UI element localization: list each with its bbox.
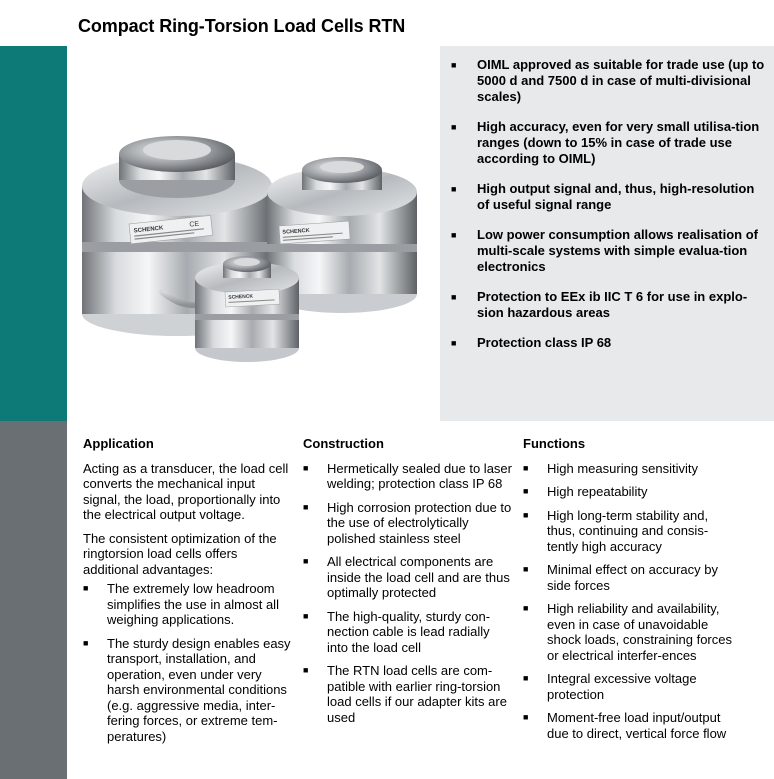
bullet-square-icon: ■ <box>83 637 89 648</box>
feature-text: Protection to EEx ib IIC T 6 for use in … <box>477 289 748 320</box>
bullet-square-icon: ■ <box>303 556 309 566</box>
bullet-square-icon: ■ <box>303 665 309 675</box>
bullet-square-icon: ■ <box>451 184 457 194</box>
list-item: ■ The extremely low headroom simplifies … <box>83 581 291 628</box>
feature-item: ■ OIML approved as suitable for trade us… <box>451 57 766 105</box>
list-item: ■ High reliability and availability, eve… <box>523 601 738 663</box>
bullet-square-icon: ■ <box>523 712 529 722</box>
bullet-square-icon: ■ <box>451 60 457 70</box>
bullet-square-icon: ■ <box>451 122 457 132</box>
construction-heading: Construction <box>303 436 384 451</box>
side-accent-bar-teal <box>0 46 67 421</box>
feature-item: ■ High accuracy, even for very small uti… <box>451 119 766 167</box>
list-item-text: Integral excessive voltage protection <box>547 671 697 702</box>
feature-item: ■ Protection class IP 68 <box>451 335 766 351</box>
list-item: ■ The high-quality, sturdy con-nection c… <box>303 609 513 656</box>
bullet-square-icon: ■ <box>523 564 529 574</box>
key-features-list: ■ OIML approved as suitable for trade us… <box>451 57 766 351</box>
bullet-square-icon: ■ <box>303 501 309 512</box>
list-item-text: High repeatability <box>547 484 648 499</box>
application-paragraph: The consistent optimization of the ringt… <box>83 530 277 577</box>
side-accent-bar-gray <box>0 421 67 779</box>
application-bullet-list: ■ The extremely low headroom simplifies … <box>83 581 291 744</box>
bullet-square-icon: ■ <box>523 486 529 496</box>
bullet-square-icon: ■ <box>303 462 309 473</box>
feature-item: ■ Low power consumption allows realisati… <box>451 227 766 275</box>
list-item: ■ High repeatability <box>523 484 738 500</box>
brand-label-small: SCHENCK <box>228 294 253 301</box>
brand-label-medium: SCHENCK <box>282 228 310 236</box>
key-features-panel: ■ OIML approved as suitable for trade us… <box>440 46 774 421</box>
feature-text: High accuracy, even for very small utili… <box>477 119 760 166</box>
bullet-square-icon: ■ <box>303 610 309 621</box>
functions-bullet-list: ■ High measuring sensitivity ■ High repe… <box>523 461 738 742</box>
list-item: ■ The RTN load cells are com-patible wit… <box>303 663 513 725</box>
application-heading: Application <box>83 436 154 451</box>
list-item-text: The high-quality, sturdy con-nection cab… <box>327 608 491 655</box>
list-item-text: High measuring sensitivity <box>547 460 699 476</box>
functions-section: Functions ■ High measuring sensitivity ■… <box>523 436 738 749</box>
list-item-text: Minimal effect on accuracy by side force… <box>547 562 718 593</box>
feature-text: High output signal and, thus, high-resol… <box>477 181 755 212</box>
brand-label-large: SCHENCK <box>134 225 165 234</box>
feature-text: Low power consumption allows realisation… <box>477 227 758 274</box>
bullet-square-icon: ■ <box>451 292 457 302</box>
list-item-text: High reliability and availability, even … <box>547 601 732 663</box>
load-cell-small: SCHENCK <box>159 256 299 362</box>
construction-section: Construction ■ Hermetically sealed due t… <box>303 436 513 733</box>
functions-heading: Functions <box>523 436 586 451</box>
list-item-text: All electrical components are inside the… <box>327 554 510 600</box>
ce-mark-large: CE <box>189 221 200 229</box>
list-item: ■ High measuring sensitivity <box>523 461 738 477</box>
page-title: Compact Ring-Torsion Load Cells RTN <box>78 16 406 36</box>
list-item: ■ All electrical components are inside t… <box>303 554 513 601</box>
list-item-text: The extremely low headroom simplifies th… <box>107 581 279 627</box>
list-item: ■ The sturdy design enables easy transpo… <box>83 636 291 745</box>
feature-item: ■ Protection to EEx ib IIC T 6 for use i… <box>451 289 766 321</box>
list-item: ■ Hermetically sealed due to laser weldi… <box>303 461 513 492</box>
bullet-square-icon: ■ <box>83 583 89 593</box>
bullet-square-icon: ■ <box>523 509 529 520</box>
list-item: ■ High long-term stability and, thus, co… <box>523 508 738 555</box>
list-item: ■ Moment-free load input/output due to d… <box>523 710 738 741</box>
application-section: Application Acting as a transducer, the … <box>83 436 291 752</box>
list-item-text: Moment-free load input/output due to dir… <box>547 710 727 741</box>
list-item: ■ High corrosion protection due to the u… <box>303 500 513 547</box>
list-item: ■ Minimal effect on accuracy by side for… <box>523 562 738 593</box>
bullet-square-icon: ■ <box>451 230 457 240</box>
list-item-text: High long-term stability and, thus, cont… <box>547 507 709 554</box>
list-item: ■ Integral excessive voltage protection <box>523 671 738 702</box>
bullet-square-icon: ■ <box>523 462 529 473</box>
construction-bullet-list: ■ Hermetically sealed due to laser weldi… <box>303 461 513 726</box>
feature-text: OIML approved as suitable for trade use … <box>477 57 765 104</box>
list-item-text: Hermetically sealed due to laser welding… <box>327 460 512 492</box>
feature-text: Protection class IP 68 <box>477 335 612 350</box>
list-item-text: The sturdy design enables easy transport… <box>107 635 291 744</box>
feature-item: ■ High output signal and, thus, high-res… <box>451 181 766 213</box>
bullet-square-icon: ■ <box>523 603 529 613</box>
product-photo: SCHENCK CE SCHENCK <box>67 46 440 421</box>
application-paragraph: Acting as a transducer, the load cell co… <box>83 460 289 523</box>
list-item-text: High corrosion protection due to the use… <box>327 499 512 546</box>
bullet-square-icon: ■ <box>451 338 457 348</box>
bullet-square-icon: ■ <box>523 673 529 683</box>
list-item-text: The RTN load cells are com-patible with … <box>327 663 507 725</box>
